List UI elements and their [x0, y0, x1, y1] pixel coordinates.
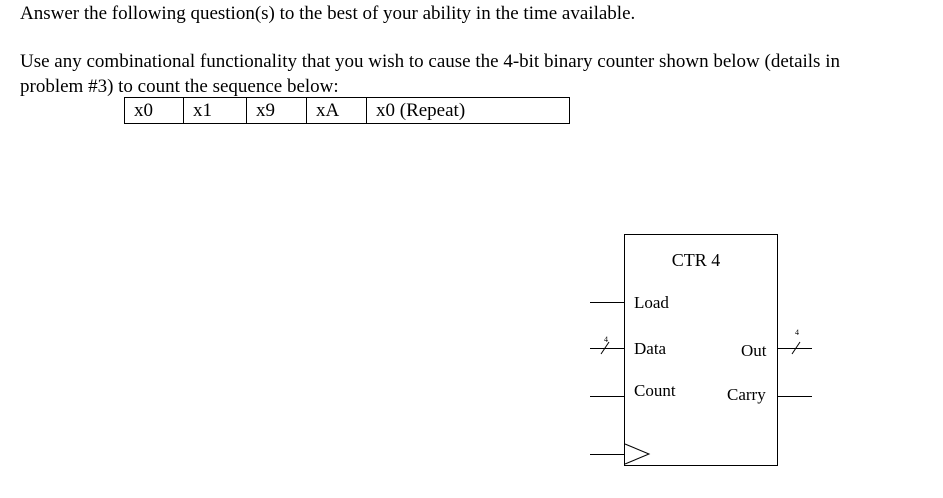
counter-title: CTR 4 — [672, 250, 721, 270]
question-text-line1: Use any combinational functionality that… — [20, 51, 840, 72]
sequence-row: x0 x1 x9 xA x0 (Repeat) — [124, 97, 570, 124]
out-bus-width: 4 — [795, 328, 799, 337]
sequence-cell: xA — [306, 97, 367, 124]
count-label: Count — [634, 381, 676, 400]
carry-label: Carry — [727, 385, 766, 404]
data-label: Data — [634, 339, 667, 358]
sequence-table: x0 x1 x9 xA x0 (Repeat) — [124, 97, 570, 124]
data-bus-width: 4 — [604, 335, 608, 344]
sequence-cell: x0 (Repeat) — [366, 97, 570, 124]
counter-block — [624, 234, 778, 466]
load-label: Load — [634, 293, 669, 312]
question-text-line2: problem #3) to count the sequence below: — [20, 76, 339, 97]
out-label: Out — [741, 341, 767, 360]
out-bus-slash — [791, 341, 801, 355]
data-bus-slash — [600, 341, 610, 355]
instructions-text: Answer the following question(s) to the … — [20, 3, 636, 24]
sequence-cell: x1 — [183, 97, 247, 124]
clock-triangle-icon — [624, 443, 651, 465]
